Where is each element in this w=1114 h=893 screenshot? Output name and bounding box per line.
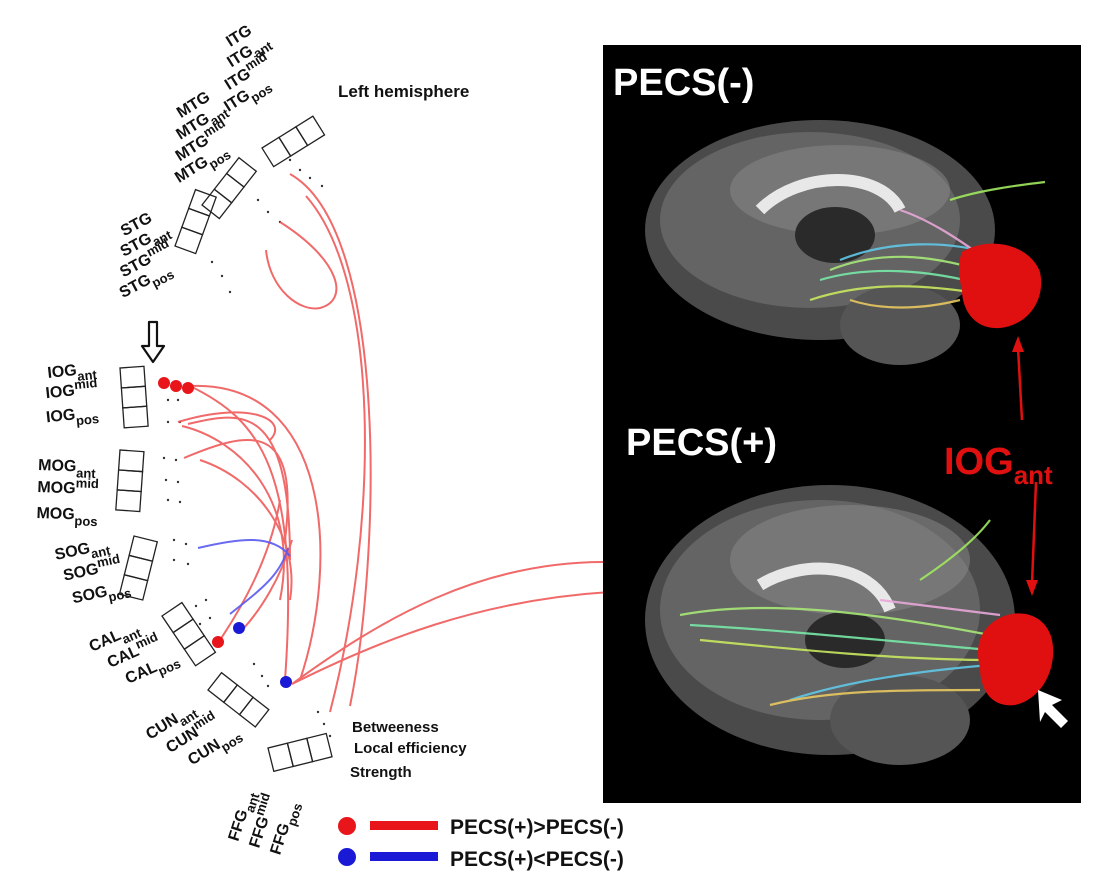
fiber-tracts-bottom <box>679 519 1001 707</box>
region-group-stg: STG STGant STGmid STGpos <box>117 210 177 302</box>
arrow-up-icon <box>1012 336 1024 352</box>
region-group-mtg: MTG MTGant MTGmid MTGpos <box>172 88 233 186</box>
connections-less <box>197 538 291 615</box>
mog-boxes <box>115 449 145 513</box>
brain-panel: PECS(-) PECS(+) IOGant <box>603 45 1081 803</box>
cal-boxes <box>161 601 217 667</box>
roi-blob-top <box>959 243 1042 329</box>
region-group-ffg: FFGant FFGmid FFGpos <box>226 791 306 858</box>
white-pointer-arrow-icon <box>1038 690 1068 728</box>
legend-red-line <box>370 821 438 830</box>
roi-arrows <box>1012 336 1038 596</box>
itg-boxes <box>261 115 326 168</box>
legend-less-label: PECS(+)<PECS(-) <box>450 848 624 871</box>
mog-ant-label: MOGant <box>38 457 97 481</box>
roi-label: IOGant <box>944 441 1053 490</box>
color-legend: PECS(+)>PECS(-) PECS(+)<PECS(-) <box>338 816 624 871</box>
pecs-plus-label: PECS(+) <box>626 422 777 464</box>
measure-local-efficiency: Local efficiency <box>354 740 467 757</box>
iog-boxes <box>119 365 149 429</box>
node-markers <box>158 377 292 688</box>
measure-strength: Strength <box>350 764 412 781</box>
stg-boxes <box>174 188 218 255</box>
mog-mid-label: MOGmid <box>37 474 99 498</box>
iog-mid-label: IOGmid <box>44 375 99 402</box>
pecs-minus-label: PECS(-) <box>613 62 754 104</box>
sog-boxes <box>118 535 159 601</box>
region-group-cal: CALant CALmid CALpos <box>87 625 183 688</box>
iog-pos-label: IOGpos <box>45 404 99 431</box>
ffg-pos-label: FFGpos <box>267 799 305 858</box>
region-group-iog: IOGant IOGmid IOGpos <box>44 360 100 431</box>
arrow-down-icon <box>1026 580 1038 596</box>
iog-ant-label: IOGant <box>47 360 99 387</box>
legend-blue-line <box>370 852 438 861</box>
legend-greater-label: PECS(+)>PECS(-) <box>450 816 624 839</box>
iog-pointer-arrow-icon <box>140 320 166 364</box>
region-group-mog: MOGant MOGmid MOGpos <box>36 457 99 529</box>
ffg-boxes <box>267 732 333 773</box>
cun-boxes <box>207 671 270 728</box>
legend-red-dot <box>338 817 356 835</box>
hemisphere-label: Left hemisphere <box>338 82 469 101</box>
mog-pos-label: MOGpos <box>36 505 98 529</box>
measure-betweenness: Betweeness <box>352 719 439 736</box>
roi-blob-bottom <box>977 613 1054 706</box>
region-group-cun: CUNant CUNmid CUNpos <box>143 706 246 769</box>
region-group-sog: SOGant SOGmid SOGpos <box>53 540 132 607</box>
dotted-ticks <box>162 158 332 738</box>
brain-slice-bottom <box>645 485 1015 765</box>
itg-label: ITG <box>223 22 255 51</box>
legend-blue-dot <box>338 848 356 866</box>
